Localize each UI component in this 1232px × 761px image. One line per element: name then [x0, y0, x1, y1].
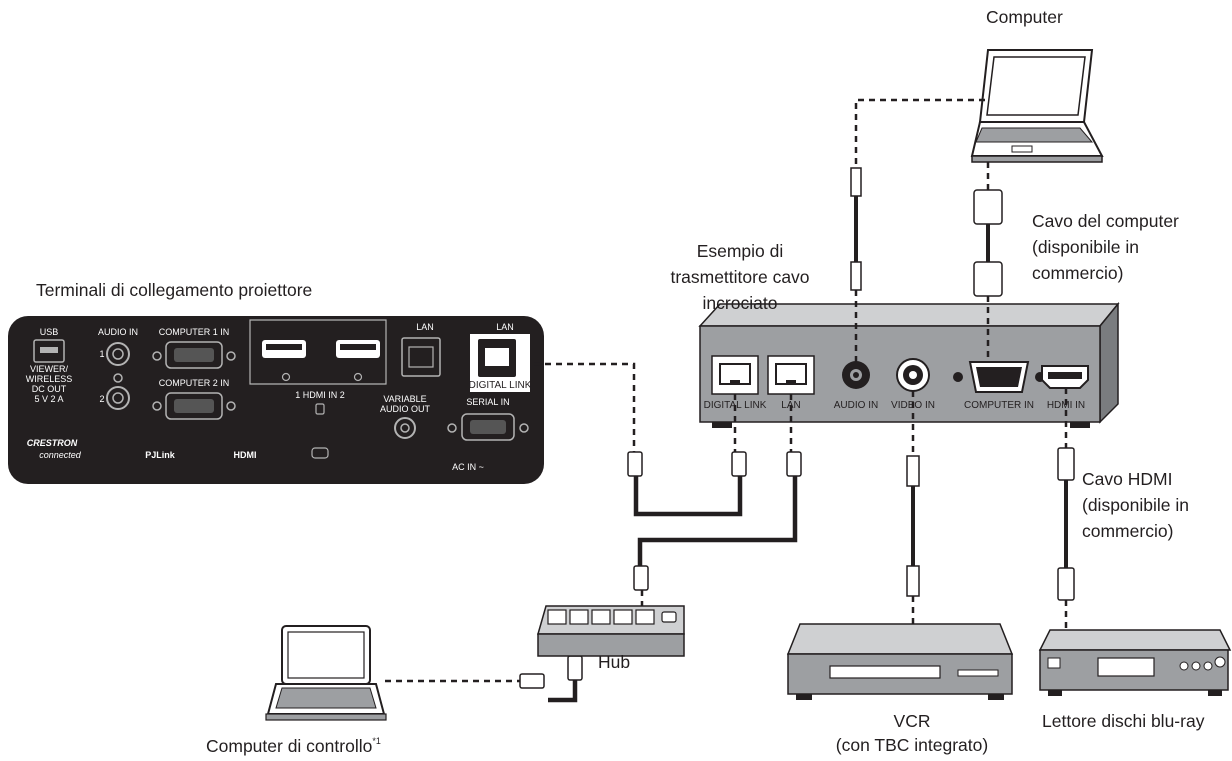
hdmi-cable-label-1: Cavo HDMI: [1082, 469, 1173, 489]
transmitter-label-3: incrociato: [702, 293, 778, 313]
computer-cable-label-2: (disponibile in: [1032, 237, 1140, 257]
vcr-device: [786, 623, 1014, 700]
variable-audio-out-jack: [394, 417, 416, 439]
lan-small-label: LAN: [416, 322, 434, 332]
audio-in-1-label: 1: [99, 349, 104, 359]
signal-lines: [385, 98, 1068, 683]
computer-cable-label-1: Cavo del computer: [1032, 211, 1179, 231]
computer1-in-label: COMPUTER 1 IN: [159, 327, 230, 337]
computer2-in-port: [165, 392, 223, 420]
control-computer-footnote: *1: [372, 736, 381, 746]
laptop-audio-line: [854, 98, 985, 168]
tx-hdmi-in-label: HDMI IN: [1047, 400, 1085, 411]
variable-label-1: VARIABLE: [383, 394, 426, 404]
vcr-label-2: (con TBC integrato): [835, 735, 989, 755]
usb-port: [33, 339, 65, 363]
tx-audio-in-label: AUDIO IN: [834, 400, 878, 411]
viewer-label-4: 5 V 2 A: [34, 394, 63, 404]
vcr-label-1: VCR: [893, 711, 931, 731]
lock-icon: [315, 403, 325, 415]
computer-label: Computer: [986, 7, 1063, 27]
control-computer-text: Computer di controllo: [206, 736, 373, 756]
bluray-label: Lettore dischi blu-ray: [1042, 711, 1205, 731]
computer1-in-port: [165, 341, 223, 369]
viewer-label-3: DC OUT: [32, 384, 67, 394]
usb-label: USB: [40, 327, 59, 337]
projector-digital-link-line: [534, 362, 636, 452]
lan-small-port: [401, 337, 441, 377]
computer2-in-label: COMPUTER 2 IN: [159, 378, 230, 388]
lan-main-label: LAN: [496, 322, 514, 332]
laptop-computer: [970, 49, 1104, 163]
viewer-label-1: VIEWER/: [30, 364, 69, 374]
tx-lan-port: [767, 355, 815, 395]
audio-in-1-jack: [106, 342, 130, 366]
tx-digital-link-port: [711, 355, 759, 395]
serial-in-label: SERIAL IN: [466, 397, 509, 407]
transmitter-box: DIGITAL LINK LAN AUDIO IN VIDEO IN COMPU…: [698, 301, 1120, 428]
viewer-label-2: WIRELESS: [26, 374, 73, 384]
tx-computer-in-label: COMPUTER IN: [964, 400, 1034, 411]
serial-in-port: [461, 413, 515, 441]
control-computer: [265, 625, 387, 721]
audio-in-2-label: 2: [99, 394, 104, 404]
transmitter-label-2: trasmettitore cavo: [670, 267, 810, 287]
audio-in-label: AUDIO IN: [98, 327, 138, 337]
bluray-player: [1038, 629, 1232, 696]
audio-in-2-jack: [106, 386, 130, 410]
projector-terminals-label: Terminali di collegamento proiettore: [36, 280, 313, 300]
hdmi-cable-label-2: (disponibile in: [1082, 495, 1190, 515]
cables: [519, 167, 1075, 703]
transmitter-label-1: Esempio di: [696, 241, 784, 261]
hdmi-in-block: [249, 319, 387, 385]
crestron-logo: CRESTRON: [27, 438, 78, 448]
hdmi-in-label: 1 HDMI IN 2: [295, 390, 345, 400]
variable-label-2: AUDIO OUT: [380, 404, 431, 414]
control-computer-label: Computer di controllo*1: [206, 730, 381, 757]
pjlink-logo: PJLink: [145, 450, 176, 460]
computer-cable-label-3: commercio): [1032, 263, 1124, 283]
hub-device: [537, 605, 685, 657]
ac-in-label: AC IN ~: [452, 462, 484, 472]
crestron-connected-text: connected: [39, 450, 82, 460]
hdmi-cable-label-3: commercio): [1082, 521, 1174, 541]
hdmi-logo: HDMI: [234, 450, 257, 460]
digital-link-label: DIGITAL LINK: [469, 380, 532, 391]
projector-terminal-panel: USB VIEWER/ WIRELESS DC OUT 5 V 2 A AUDI…: [8, 316, 544, 484]
hub-label: Hub: [598, 652, 631, 672]
